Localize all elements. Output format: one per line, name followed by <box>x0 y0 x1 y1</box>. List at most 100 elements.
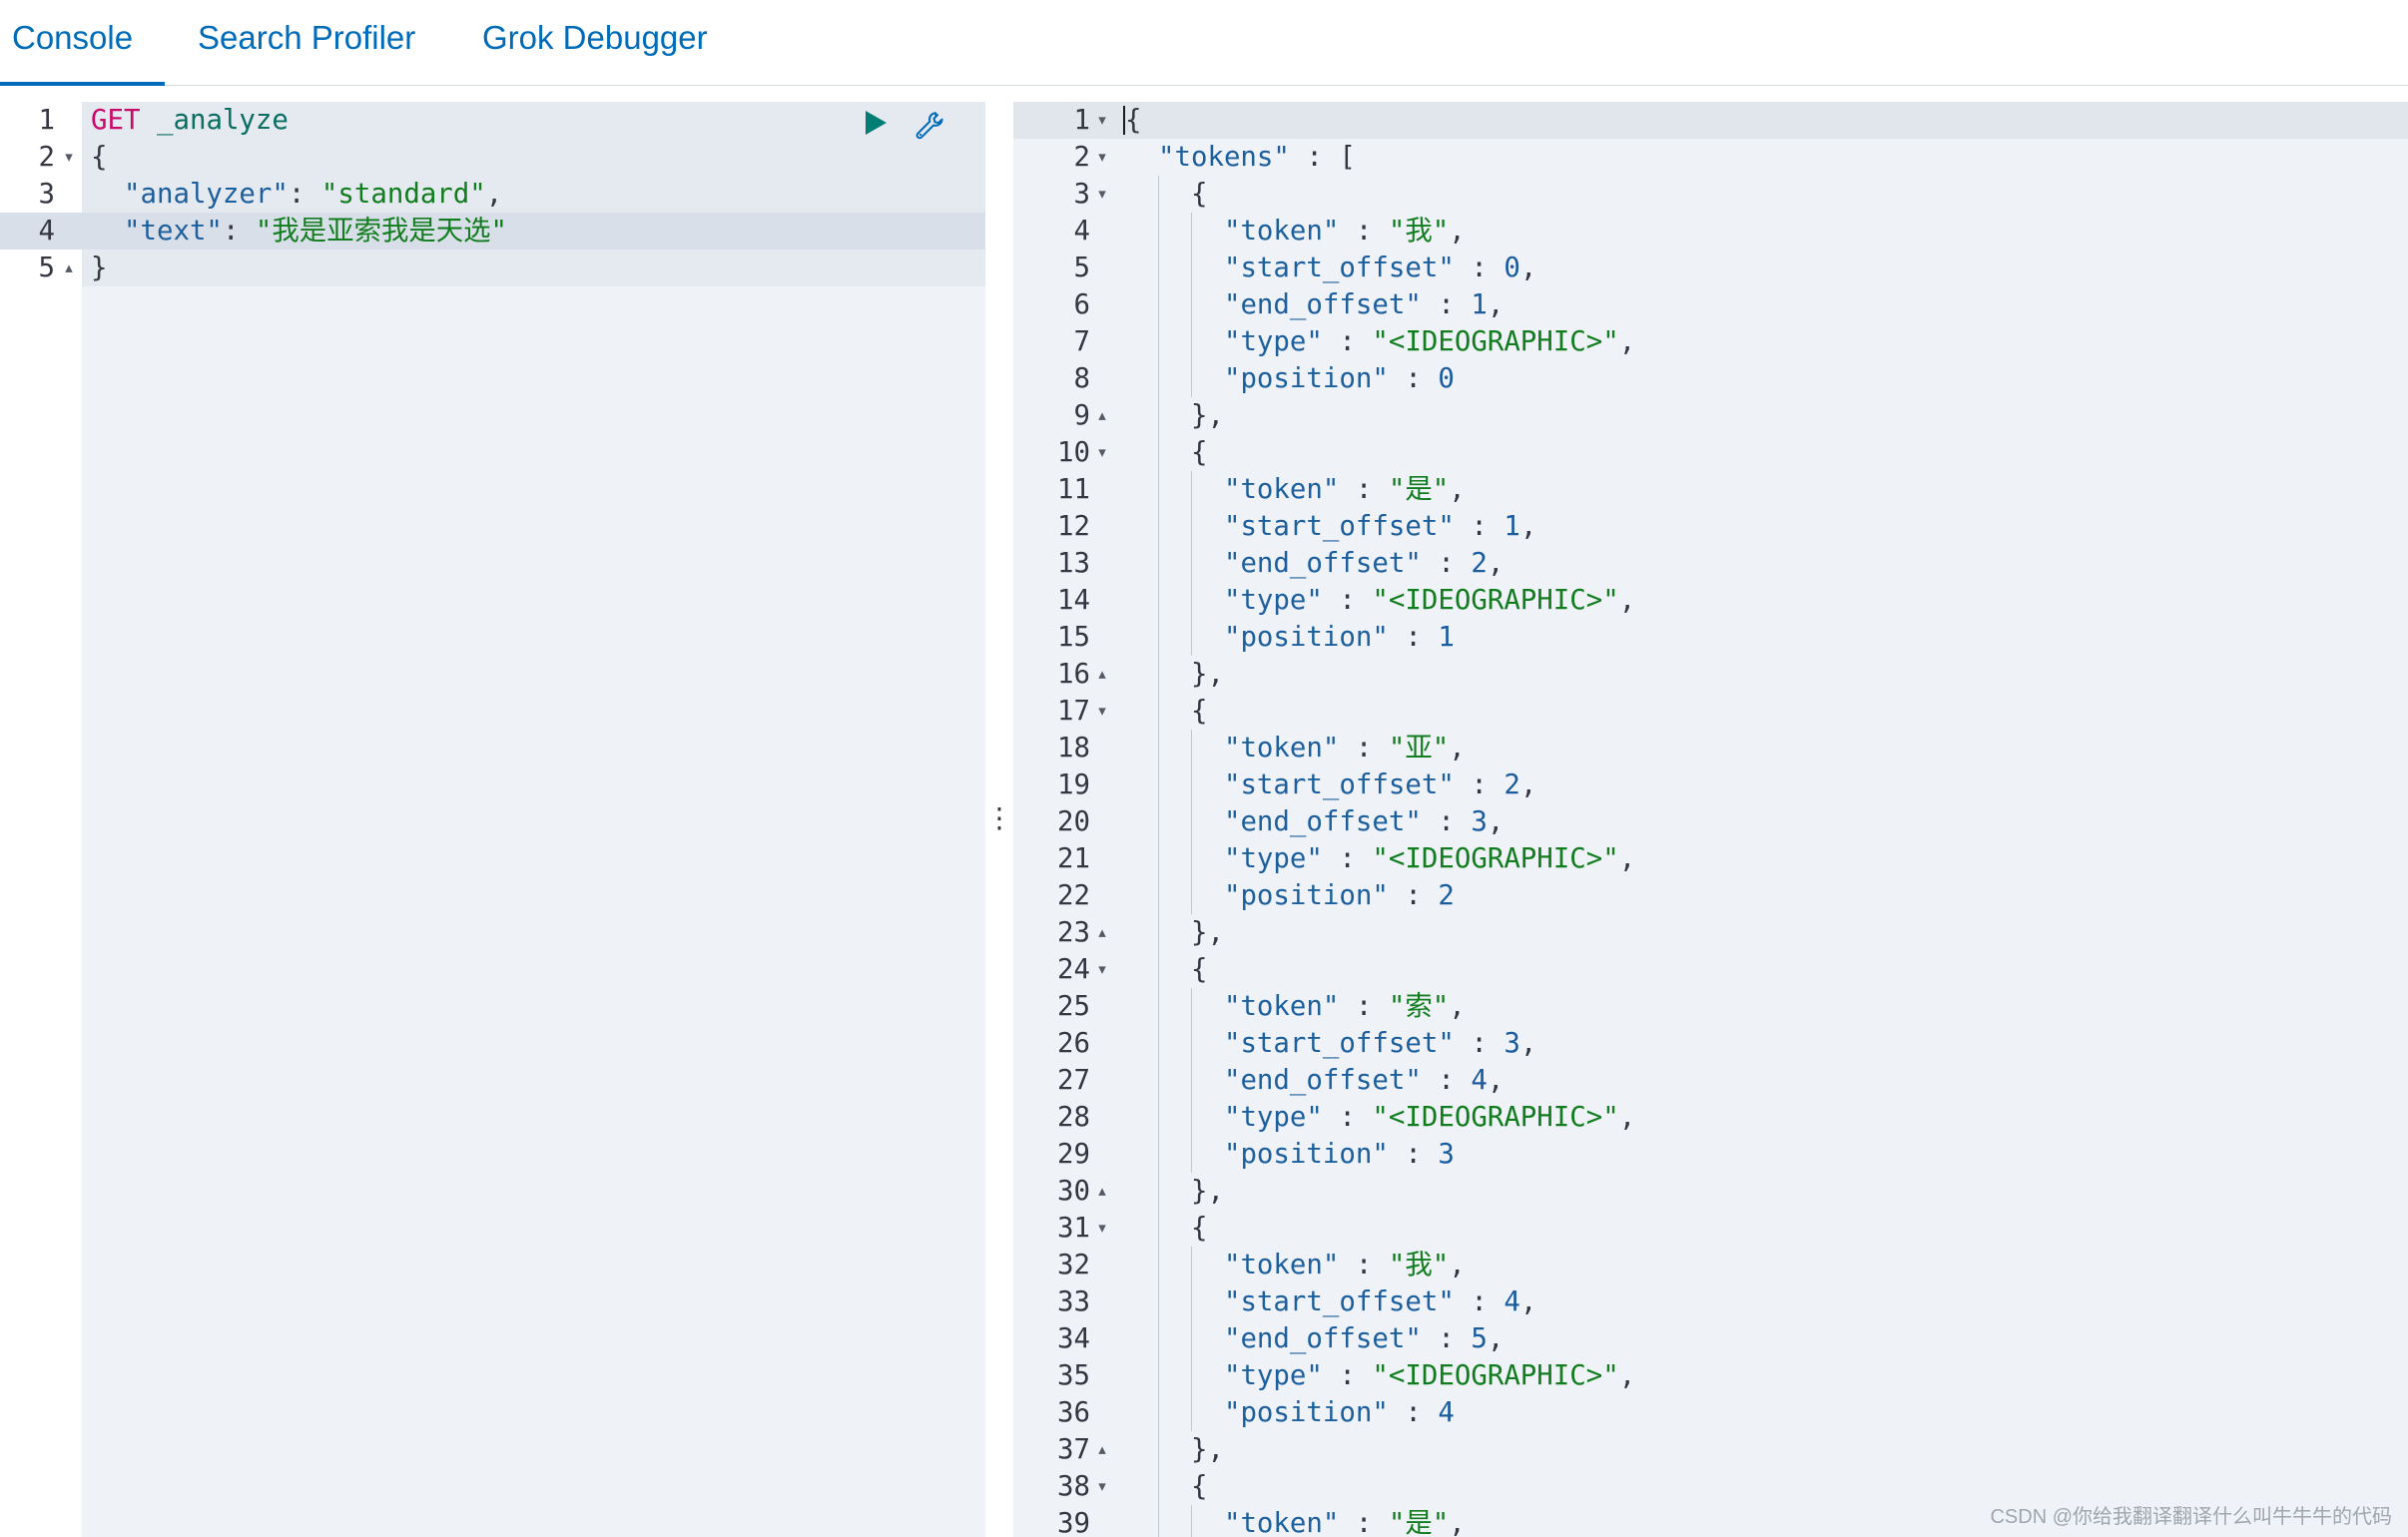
code-line[interactable]: 18 "token" : "亚", <box>1013 730 2408 767</box>
fold-open-icon[interactable]: ▾ <box>1098 185 1106 203</box>
json-key: "token" <box>1223 474 1340 505</box>
code-line[interactable]: 13 "end_offset" : 2, <box>1013 545 2408 582</box>
code-line[interactable]: 31▾ { <box>1013 1210 2408 1247</box>
tab-grok-debugger[interactable]: Grok Debugger <box>470 0 720 85</box>
code-line[interactable]: 5 "start_offset" : 0, <box>1013 250 2408 286</box>
fold-open-icon[interactable]: ▾ <box>1098 1477 1106 1495</box>
code-line[interactable]: 35 "type" : "<IDEOGRAPHIC>", <box>1013 1357 2408 1394</box>
indent-guide <box>1190 730 1192 767</box>
fold-open-icon[interactable]: ▾ <box>1098 443 1106 461</box>
json-number-value: 4 <box>1471 1065 1488 1096</box>
code-line[interactable]: 34 "end_offset" : 5, <box>1013 1320 2408 1357</box>
indent-guide <box>1190 250 1192 286</box>
tab-search-profiler[interactable]: Search Profiler <box>186 0 427 85</box>
fold-open-icon[interactable]: ▾ <box>1098 960 1106 978</box>
indent-whitespace <box>1125 253 1224 283</box>
code-line[interactable]: 15 "position" : 1 <box>1013 619 2408 656</box>
fold-close-icon[interactable]: ▴ <box>1098 1440 1106 1458</box>
code-line[interactable]: 8 "position" : 0 <box>1013 360 2408 397</box>
code-line[interactable]: 12 "start_offset" : 1, <box>1013 508 2408 545</box>
response-viewer[interactable]: 1▾{2▾ "tokens" : [3▾ {4 "token" : "我",5 … <box>1013 102 2408 1537</box>
code-line[interactable]: 36 "position" : 4 <box>1013 1394 2408 1431</box>
code-text: "analyzer": "standard", <box>91 176 502 213</box>
line-number: 31 <box>1057 1213 1090 1244</box>
pane-divider[interactable]: ⋮ <box>985 86 1013 1537</box>
code-line[interactable]: 14 "type" : "<IDEOGRAPHIC>", <box>1013 582 2408 619</box>
punctuation: : <box>1388 1139 1439 1170</box>
code-line[interactable]: 4 "text": "我是亚索我是天选" <box>0 213 985 250</box>
request-actions-button[interactable] <box>914 111 944 141</box>
fold-close-icon[interactable]: ▴ <box>1098 406 1106 424</box>
json-number-value: 2 <box>1471 548 1488 579</box>
code-line[interactable]: 5▴} <box>0 250 985 286</box>
code-line[interactable]: 27 "end_offset" : 4, <box>1013 1062 2408 1099</box>
fold-open-icon[interactable]: ▾ <box>1098 148 1106 166</box>
code-line[interactable]: 21 "type" : "<IDEOGRAPHIC>", <box>1013 840 2408 877</box>
code-line[interactable]: 30▴ }, <box>1013 1173 2408 1210</box>
code-line[interactable]: 17▾ { <box>1013 693 2408 730</box>
code-line[interactable]: 28 "type" : "<IDEOGRAPHIC>", <box>1013 1099 2408 1136</box>
fold-close-icon[interactable]: ▴ <box>1098 1182 1106 1200</box>
code-line[interactable]: 2▾{ <box>0 139 985 176</box>
code-line[interactable]: 39 "token" : "是", <box>1013 1505 2408 1537</box>
code-line[interactable]: 10▾ { <box>1013 434 2408 471</box>
code-line[interactable]: 23▴ }, <box>1013 914 2408 951</box>
json-string-value: "<IDEOGRAPHIC>" <box>1372 326 1619 357</box>
fold-close-icon[interactable]: ▴ <box>1098 665 1106 683</box>
code-line[interactable]: 24▾ { <box>1013 951 2408 988</box>
fold-open-icon[interactable]: ▾ <box>1098 111 1106 129</box>
code-text: "position" : 4 <box>1125 1394 1455 1431</box>
fold-close-icon[interactable]: ▴ <box>65 258 73 276</box>
indent-guide <box>1190 323 1192 360</box>
code-text: "end_offset" : 3, <box>1125 803 1504 840</box>
code-line[interactable]: 26 "start_offset" : 3, <box>1013 1025 2408 1062</box>
code-line[interactable]: 3 "analyzer": "standard", <box>0 176 985 213</box>
code-line[interactable]: 11 "token" : "是", <box>1013 471 2408 508</box>
fold-open-icon[interactable]: ▾ <box>1098 702 1106 720</box>
code-line[interactable]: 22 "position" : 2 <box>1013 877 2408 914</box>
indent-guide <box>1157 1283 1159 1320</box>
code-line[interactable]: 3▾ { <box>1013 176 2408 213</box>
code-line[interactable]: 16▴ }, <box>1013 656 2408 693</box>
request-editor-content[interactable] <box>82 102 985 1537</box>
punctuation: : <box>1421 289 1472 320</box>
punctuation: { <box>1190 696 1208 727</box>
code-line[interactable]: 19 "start_offset" : 2, <box>1013 767 2408 803</box>
code-line[interactable]: 20 "end_offset" : 3, <box>1013 803 2408 840</box>
indent-guide <box>1157 951 1159 988</box>
indent-whitespace <box>1125 1286 1224 1317</box>
vertical-ellipsis-icon[interactable]: ⋮ <box>985 801 1013 834</box>
line-number: 9 <box>1073 400 1091 431</box>
tab-console[interactable]: Console <box>0 0 165 86</box>
fold-open-icon[interactable]: ▾ <box>65 148 73 166</box>
code-line[interactable]: 38▾ { <box>1013 1468 2408 1505</box>
code-line[interactable]: 6 "end_offset" : 1, <box>1013 286 2408 323</box>
line-number: 33 <box>1057 1286 1090 1317</box>
code-line[interactable]: 2▾ "tokens" : [ <box>1013 139 2408 176</box>
punctuation: : <box>1322 585 1373 616</box>
indent-guide <box>1157 1431 1159 1468</box>
code-line[interactable]: 33 "start_offset" : 4, <box>1013 1283 2408 1320</box>
fold-close-icon[interactable]: ▴ <box>1098 923 1106 941</box>
punctuation: { <box>91 142 108 173</box>
code-line[interactable]: 37▴ }, <box>1013 1431 2408 1468</box>
send-request-button[interactable] <box>861 108 891 138</box>
line-number: 22 <box>1057 880 1090 911</box>
code-line[interactable]: 25 "token" : "索", <box>1013 988 2408 1025</box>
code-line[interactable]: 32 "token" : "我", <box>1013 1247 2408 1283</box>
code-line[interactable]: 29 "position" : 3 <box>1013 1136 2408 1173</box>
code-line[interactable]: 1▾{ <box>1013 102 2408 139</box>
dev-tools-tab-bar: Console Search Profiler Grok Debugger <box>0 0 2408 86</box>
code-text: "end_offset" : 5, <box>1125 1320 1504 1357</box>
json-key: "start_offset" <box>1223 511 1455 542</box>
indent-guide <box>1157 1320 1159 1357</box>
code-line[interactable]: 4 "token" : "我", <box>1013 213 2408 250</box>
code-line[interactable]: 7 "type" : "<IDEOGRAPHIC>", <box>1013 323 2408 360</box>
code-line[interactable]: 9▴ }, <box>1013 397 2408 434</box>
indent-guide <box>1157 1468 1159 1505</box>
indent-guide <box>1157 1394 1159 1431</box>
code-text: "position" : 1 <box>1125 619 1455 656</box>
fold-open-icon[interactable]: ▾ <box>1098 1219 1106 1237</box>
